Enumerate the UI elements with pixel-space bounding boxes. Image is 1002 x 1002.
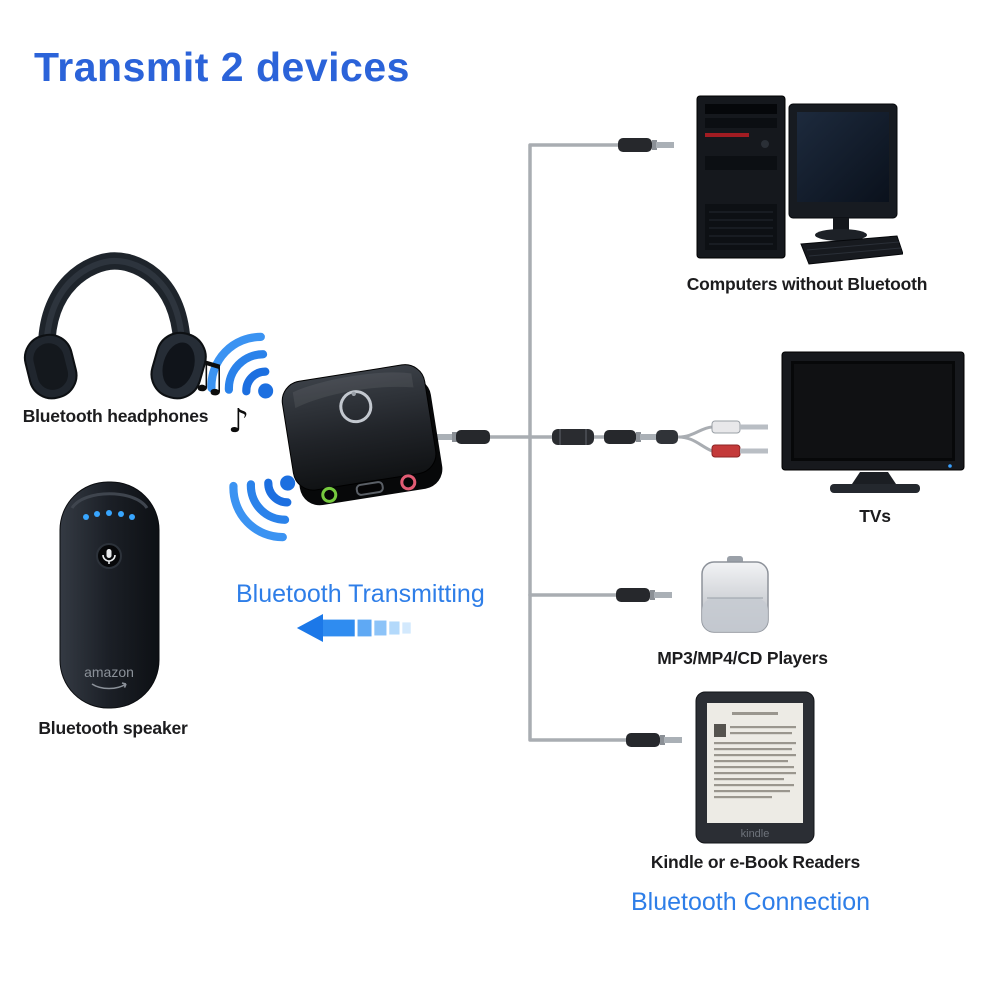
- bluetooth-headphones-image: [12, 242, 217, 407]
- speaker-top-rim: [70, 492, 149, 509]
- microphone-icon: [102, 549, 116, 564]
- tvs-label: TVs: [859, 506, 891, 526]
- music-note-icon: ♪: [228, 401, 250, 440]
- desktop-tower: [696, 95, 786, 259]
- music-note-icon: ♫: [190, 352, 228, 401]
- led-indicator-lights: [83, 510, 135, 520]
- monitor: [788, 103, 898, 241]
- ereader-page-text: [714, 712, 796, 799]
- bluetooth-signal-icon: [187, 313, 303, 429]
- aux-coupler: [552, 429, 604, 445]
- ereader-brand-text: kindle: [741, 828, 770, 840]
- ereader-label: Kindle or e-Book Readers: [650, 852, 861, 872]
- mp3-player-image: [697, 554, 773, 638]
- keyboard: [800, 235, 903, 265]
- ereader-screen: [707, 703, 803, 823]
- aux-plug-tv: [604, 430, 678, 444]
- ereader-image: kindle: [694, 690, 816, 845]
- aux-plug-mp3: [616, 588, 672, 602]
- tv-stand-neck: [852, 472, 896, 484]
- aux-port-green: [321, 486, 338, 503]
- mp3-label: MP3/MP4/CD Players: [657, 648, 828, 668]
- connection-label: Bluetooth Connection: [630, 888, 871, 916]
- tv-power-led: [948, 464, 952, 468]
- ear-cup-right: [150, 331, 207, 400]
- adapter-top: [281, 364, 437, 491]
- computers-label: Computers without Bluetooth: [686, 274, 928, 294]
- tv-stand-base: [830, 484, 920, 493]
- mp3-clip: [702, 598, 768, 632]
- bluetooth-speaker-image: amazon: [52, 476, 167, 714]
- aux-port-red: [400, 474, 417, 491]
- bluetooth-signal-icon: [209, 445, 325, 561]
- speaker-body: [59, 481, 160, 709]
- speaker-brand-text: amazon: [84, 664, 134, 680]
- transmitting-label: Bluetooth Transmitting: [236, 580, 485, 608]
- tv-image: [780, 350, 970, 500]
- transmitting-arrow: [296, 614, 411, 642]
- bluetooth-adapter-image: [262, 342, 462, 524]
- aux-plug-adapter: [434, 430, 490, 444]
- computer-image: [693, 92, 903, 268]
- usb-charge-port: [355, 481, 384, 496]
- pairing-ring-button: [339, 390, 373, 424]
- rca-plug-red: [711, 444, 768, 458]
- brand-smile-arrow: [91, 682, 127, 690]
- aux-plug-kindle: [626, 733, 682, 747]
- ear-cup-left: [23, 333, 78, 400]
- rca-plug-white: [711, 420, 768, 434]
- speaker-label: Bluetooth speaker: [38, 718, 188, 738]
- headphones-label: Bluetooth headphones: [22, 406, 209, 426]
- mic-button: [96, 543, 122, 569]
- page-title: Transmit 2 devices: [34, 44, 410, 90]
- aux-plug-computer: [618, 138, 674, 152]
- rca-split: [677, 425, 713, 453]
